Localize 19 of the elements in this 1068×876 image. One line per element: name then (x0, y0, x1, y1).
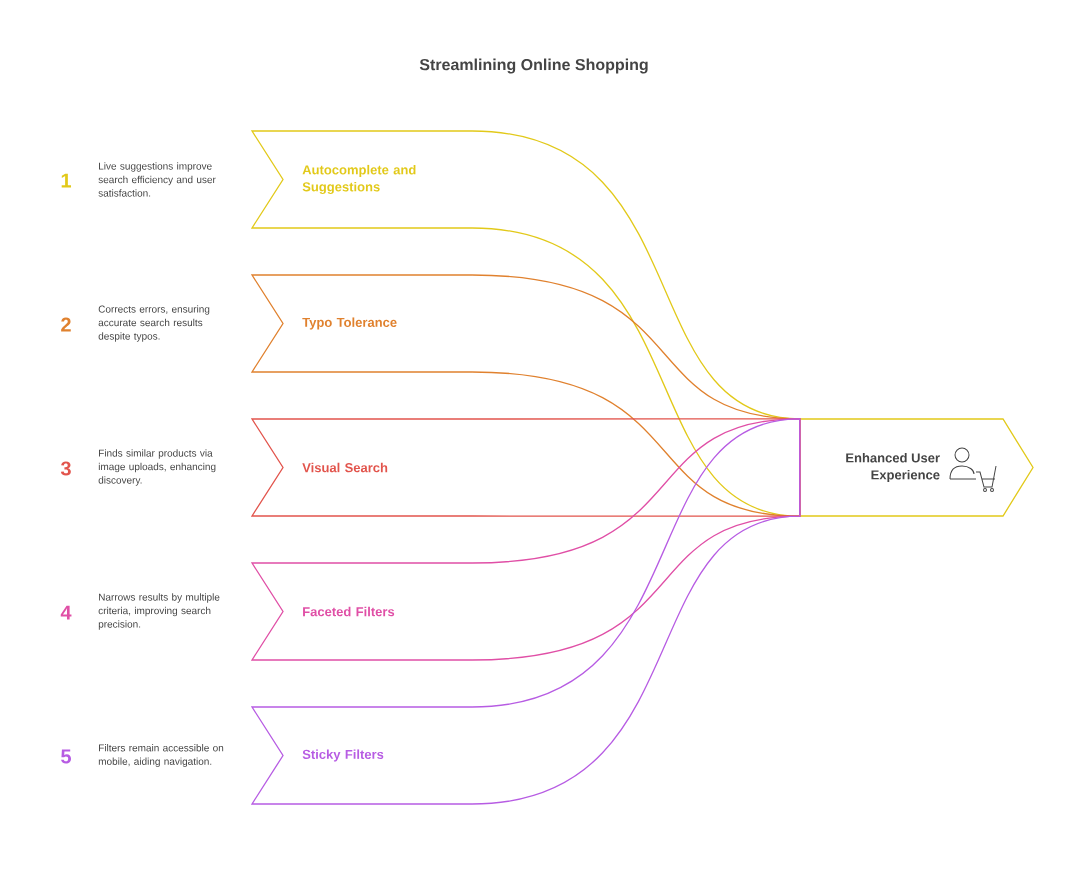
flow-ribbon (471, 418, 801, 805)
step-number: 2 (61, 317, 71, 332)
description: Finds similar products via image uploads, enhancing discovery. (98, 449, 216, 486)
step-number: 5 (61, 749, 71, 764)
chevron-band: Typo Tolerance (250, 274, 473, 373)
description: Filters remain accessible on mobile, aiding navigation. (98, 744, 224, 767)
chevron-band: Autocomplete and Suggestions (250, 130, 473, 229)
description: Corrects errors, ensuring accurate search results despite typos. (98, 305, 210, 342)
description: Live suggestions improve search efficiency and user satisfaction. (98, 162, 216, 197)
chevron-band: Sticky Filters (250, 706, 473, 805)
chevron-band: Faceted Filters (250, 562, 473, 661)
step-number: 4 (60, 605, 72, 620)
chevron-band: Visual Search (250, 418, 473, 517)
step-number: 3 (60, 461, 71, 476)
flow-ribbon (471, 130, 801, 517)
step-number: 1 (61, 173, 71, 188)
title: Streamlining Online Shopping (419, 58, 648, 74)
target-chevron: Enhanced User Experience (799, 418, 1034, 517)
description: Narrows results by multiple criteria, improving search precision. (98, 593, 220, 630)
